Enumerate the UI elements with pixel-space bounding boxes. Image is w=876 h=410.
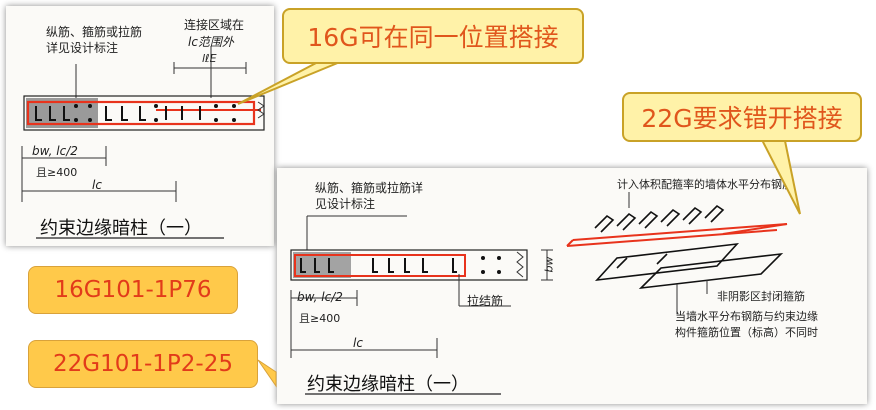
figure-22g-dim-min: 且≥400 <box>299 312 341 325</box>
figure-22g-panel: 纵筋、箍筋或拉筋详见设计标注 计入体积配箍率的墙体水平分布钢筋 bw 拉结筋 b… <box>277 168 867 404</box>
figure-16g-note: 纵筋、箍筋或拉筋详见设计标注 <box>46 25 143 55</box>
callout-16g-same-position-lap: 16G可在同一位置搭接 <box>282 8 584 64</box>
figure-22g-note-closed: 非阴影区封闭箍筋 <box>717 290 805 303</box>
figure-22g-dim-label: bw, lc/2 <box>297 290 343 304</box>
figure-16g-dim-label: bw, lc/2 <box>32 144 78 158</box>
callout-22g-staggered-lap: 22G要求错开搭接 <box>622 92 862 142</box>
reference-16g101-1-p76: 16G101-1P76 <box>28 266 238 314</box>
figure-16g-lc-label: lc <box>92 178 102 192</box>
figure-22g-title: 约束边缘暗柱（一） <box>307 374 469 395</box>
figure-22g-note-pos-line1: 当墙水平分布钢筋与约束边缘 <box>675 310 818 323</box>
figure-16g-splice-zone-line1: 连接区域在 <box>184 18 245 32</box>
figure-22g-top-note: 计入体积配箍率的墙体水平分布钢筋 <box>617 178 793 191</box>
figure-22g-bw-label: bw <box>542 256 556 273</box>
figure-16g-splice-zone-line2: lc范围外 <box>188 35 234 49</box>
figure-16g-panel: 纵筋、箍筋或拉筋详见设计标注 连接区域在 lc范围外 lℓE bw, lc/2 … <box>6 6 274 246</box>
figure-22g-note-pos-line2: 构件箍筋位置（标高）不同时 <box>675 326 818 339</box>
reference-22g101-1-p2-25: 22G101-1P2-25 <box>28 340 258 388</box>
figure-22g-tie-label: 拉结筋 <box>467 294 504 308</box>
figure-16g-title: 约束边缘暗柱（一） <box>40 218 202 239</box>
figure-22g-drawing <box>290 192 788 395</box>
figure-22g-note: 纵筋、箍筋或拉筋详见设计标注 <box>315 181 424 211</box>
figure-16g-dim-min: 且≥400 <box>36 166 78 179</box>
figure-16g-drawing <box>21 46 265 239</box>
figure-22g-lc-label: lc <box>353 336 363 350</box>
figure-16g-lle-label: lℓE <box>202 52 217 65</box>
